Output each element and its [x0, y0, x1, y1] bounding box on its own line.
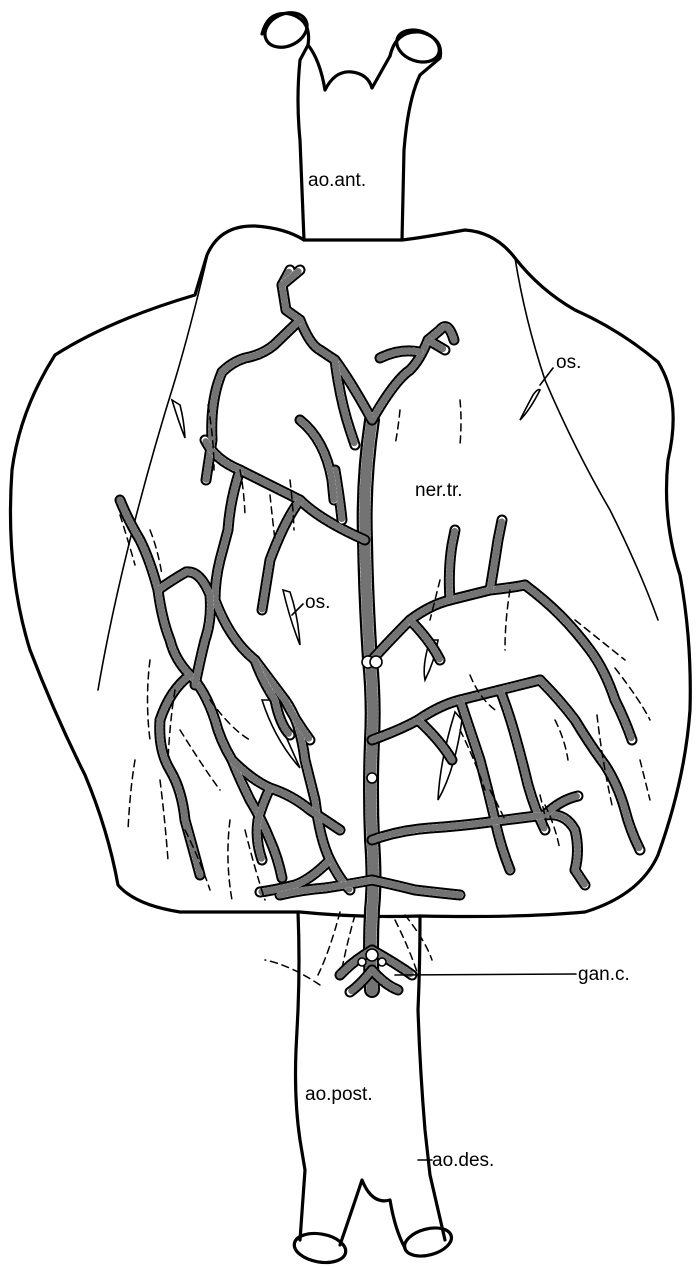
label-ao-des: ao.des.	[432, 1150, 494, 1171]
ostium-mid-left	[283, 590, 300, 645]
labels: ao.ant. os. ner.tr. os. gan.c. ao.post. …	[292, 170, 630, 1171]
ostium-upper-left	[172, 400, 185, 438]
label-ao-post: ao.post.	[305, 1084, 373, 1105]
ganglion-node	[367, 773, 377, 783]
anterior-aorta	[259, 6, 444, 240]
ganglion-node	[358, 958, 366, 966]
nerve-network	[120, 270, 640, 992]
heart-outline	[10, 226, 690, 917]
ganglion-node	[366, 949, 378, 961]
label-os-top: os.	[556, 352, 581, 373]
label-ner-tr: ner.tr.	[415, 480, 463, 501]
ganglion-node	[370, 656, 382, 668]
label-ao-ant: ao.ant.	[308, 170, 366, 191]
ostium-upper-right	[520, 390, 540, 420]
label-os-mid: os.	[305, 592, 330, 613]
ganglion-node	[378, 958, 386, 966]
label-gan-c: gan.c.	[578, 964, 630, 985]
